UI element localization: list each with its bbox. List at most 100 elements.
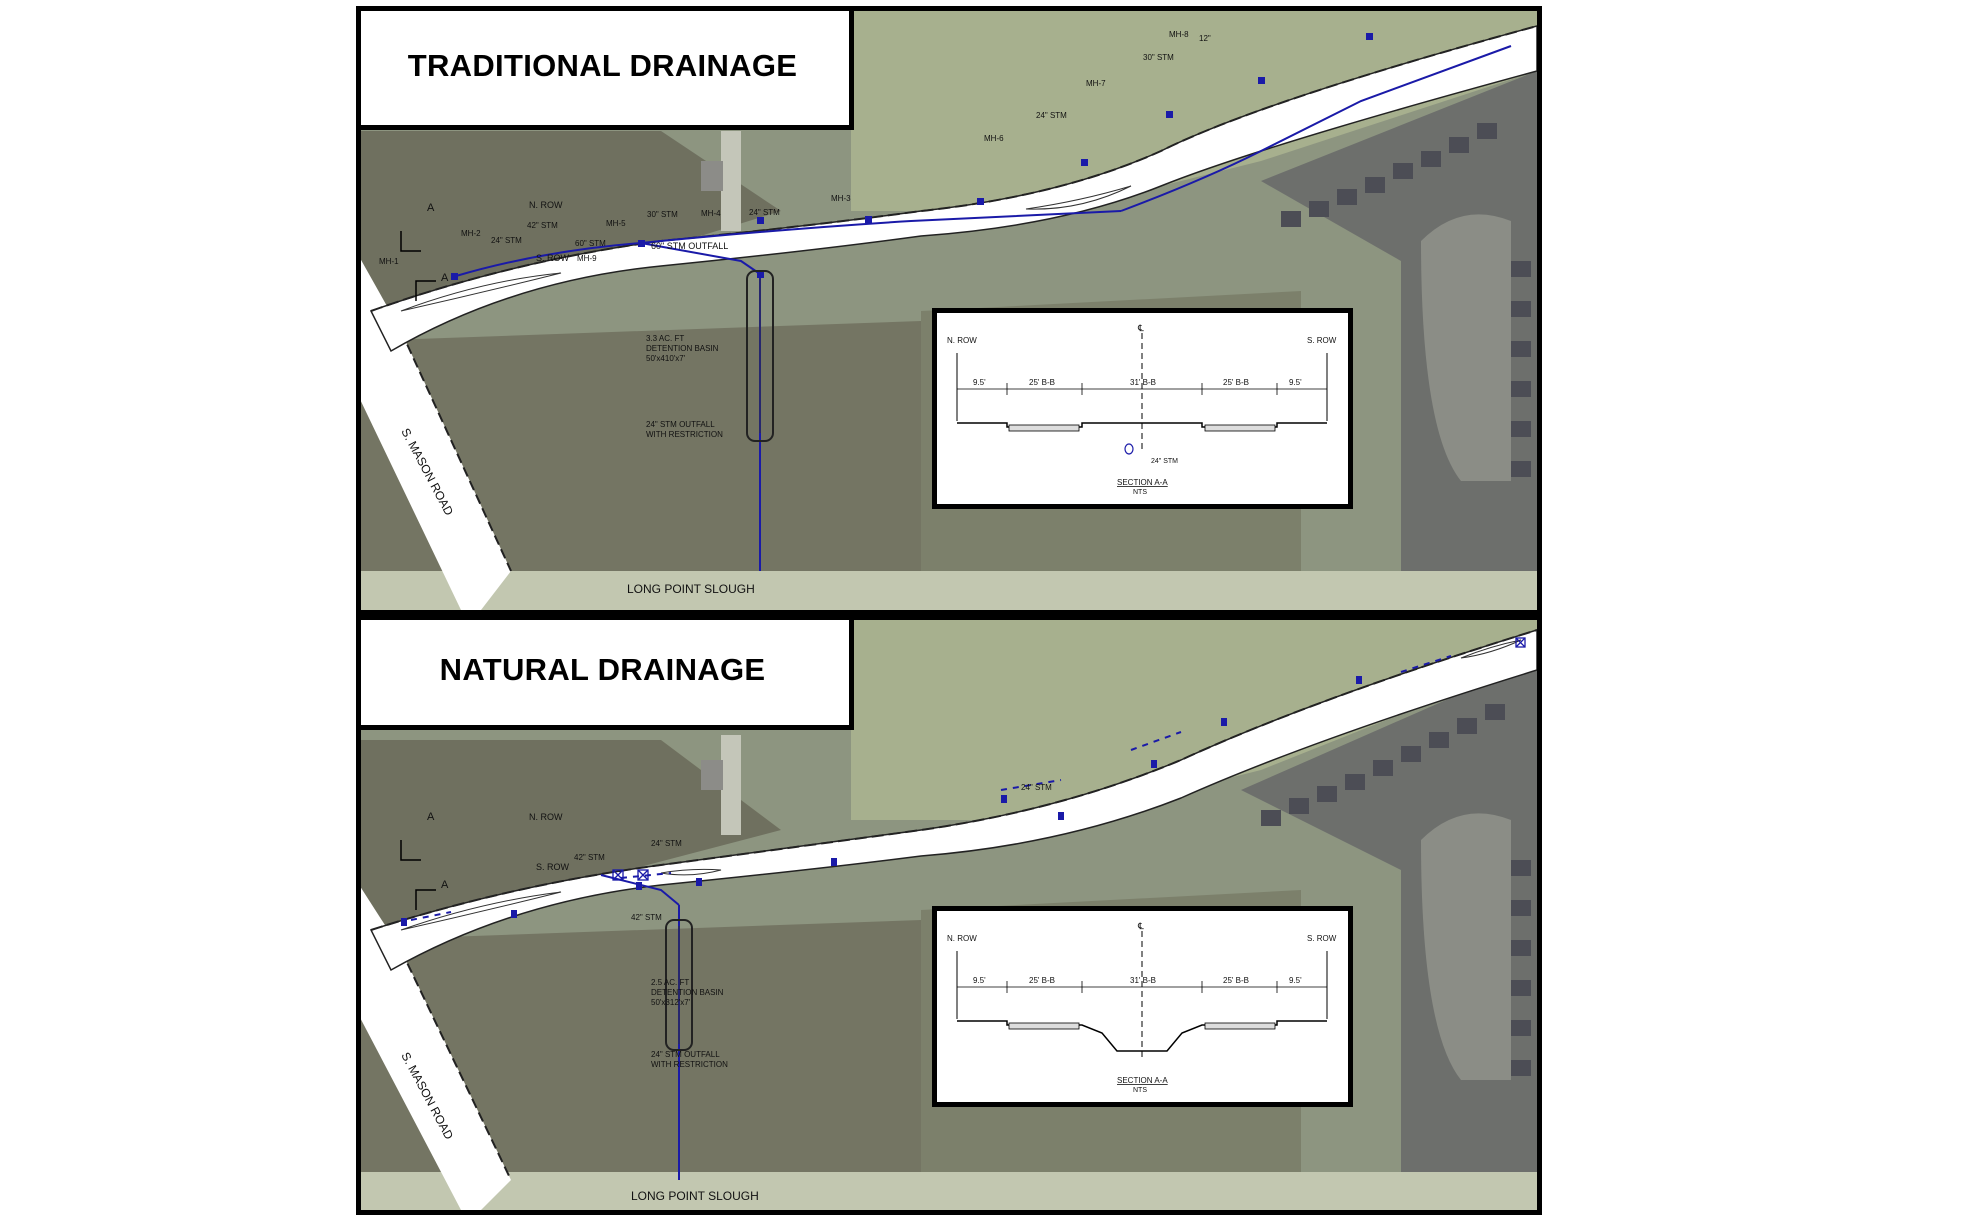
pipe-label-42: 42" STM bbox=[527, 221, 558, 230]
driveway bbox=[721, 735, 741, 835]
pipe-label-42-outfall: 42" STM bbox=[631, 913, 662, 922]
basin-label-line2: DETENTION BASIN bbox=[646, 344, 719, 353]
outfall-60-label: 60" STM OUTFALL bbox=[651, 241, 728, 251]
slough-label: LONG POINT SLOUGH bbox=[627, 582, 755, 596]
pipe-label-12: 12" bbox=[1199, 34, 1211, 43]
subdivision-street bbox=[1421, 813, 1511, 1080]
median-east bbox=[1460, 639, 1522, 659]
manhole-label-5: MH-5 bbox=[606, 219, 626, 228]
pipe-label-30: 30" STM bbox=[647, 210, 678, 219]
pavement-left bbox=[1008, 1022, 1080, 1030]
basin-label-line3: 50'x312'x7' bbox=[651, 998, 691, 1007]
pipe-label-24-west: 24" STM bbox=[491, 236, 522, 245]
section-aa-inset-traditional: N. ROW S. ROW ℄ 9.5' 25' B-B 31' B-B 25'… bbox=[932, 308, 1353, 509]
section-marker-north bbox=[400, 840, 421, 861]
manhole-label-7: MH-7 bbox=[1086, 79, 1106, 88]
section-marker-label-north: A bbox=[427, 202, 435, 214]
section-n-row: N. ROW bbox=[947, 336, 977, 345]
traditional-title-box: TRADITIONAL DRAINAGE bbox=[361, 11, 854, 130]
manhole-label-8: MH-8 bbox=[1169, 30, 1189, 39]
n-row-label: N. ROW bbox=[529, 200, 563, 210]
median-center bbox=[660, 868, 722, 876]
woods-area bbox=[361, 740, 781, 940]
mason-road-edge bbox=[400, 949, 512, 1181]
section-n-row: N. ROW bbox=[947, 934, 977, 943]
natural-drainage-panel: A A N. ROW S. ROW 42" STM 24" STM 42" ST… bbox=[356, 615, 1542, 1215]
north-row-line bbox=[370, 629, 1537, 931]
manhole-label-2: MH-2 bbox=[461, 229, 481, 238]
woods-area-south bbox=[361, 321, 921, 571]
subdivision-street bbox=[1421, 214, 1511, 482]
traditional-title: TRADITIONAL DRAINAGE bbox=[407, 47, 798, 83]
section-s-row: S. ROW bbox=[1307, 934, 1337, 943]
pipe-label-24-east: 24" STM bbox=[1036, 111, 1067, 120]
manhole-label-9: MH-9 bbox=[577, 254, 597, 263]
dim-5: 9.5' bbox=[1289, 976, 1302, 985]
storm-pipe-network bbox=[455, 45, 1512, 571]
slough-label: LONG POINT SLOUGH bbox=[631, 1189, 759, 1203]
basin-label-line1: 3.3 AC. FT bbox=[646, 334, 684, 343]
dim-1: 9.5' bbox=[973, 378, 986, 387]
natural-title: NATURAL DRAINAGE bbox=[439, 652, 766, 687]
dim-1: 9.5' bbox=[973, 976, 986, 985]
house bbox=[701, 161, 723, 191]
section-marker-north bbox=[400, 231, 421, 252]
median-east bbox=[1025, 185, 1132, 210]
subdivision-houses bbox=[1261, 704, 1531, 1076]
section-centerline: ℄ bbox=[1137, 323, 1144, 333]
pipe-label-24-east: 24" STM bbox=[1021, 783, 1052, 792]
natural-title-box: NATURAL DRAINAGE bbox=[361, 620, 854, 730]
manhole-label-4: MH-4 bbox=[701, 209, 721, 218]
dim-4: 25' B-B bbox=[1223, 378, 1249, 387]
section-centerline: ℄ bbox=[1137, 921, 1144, 931]
inlet-markers bbox=[401, 676, 1362, 926]
traditional-drainage-panel: A A N. ROW S. ROW MH-1 MH-2 MH-3 MH-4 MH… bbox=[356, 6, 1542, 615]
section-marker-south bbox=[415, 280, 436, 301]
detention-basin bbox=[665, 919, 693, 1051]
median-west bbox=[400, 272, 562, 312]
section-subtitle: NTS bbox=[1133, 489, 1147, 496]
manhole-label-3: MH-3 bbox=[831, 194, 851, 203]
s-row-label: S. ROW bbox=[536, 862, 570, 872]
section-marker-label-south: A bbox=[441, 272, 449, 284]
outfall-24-label-line2: WITH RESTRICTION bbox=[651, 1060, 728, 1069]
outfall-24-label-line1: 24" STM OUTFALL bbox=[651, 1050, 720, 1059]
section-title: SECTION A-A bbox=[1117, 1076, 1168, 1085]
pipe-label-24-mid: 24" STM bbox=[749, 208, 780, 217]
section-s-row: S. ROW bbox=[1307, 336, 1337, 345]
pipe-label-42-inlet: 42" STM bbox=[574, 853, 605, 862]
outfall-24-label-line2: WITH RESTRICTION bbox=[646, 430, 723, 439]
basin-label-line3: 50'x410'x7' bbox=[646, 354, 686, 363]
pipe-label-30-east: 30" STM bbox=[1143, 53, 1174, 62]
dim-5: 9.5' bbox=[1289, 378, 1302, 387]
dim-2: 25' B-B bbox=[1029, 976, 1055, 985]
manhole-markers bbox=[451, 33, 1373, 280]
outfall-24-label-line1: 24" STM OUTFALL bbox=[646, 420, 715, 429]
n-row-label: N. ROW bbox=[529, 812, 563, 822]
slough-strip bbox=[361, 1172, 1537, 1210]
mason-road bbox=[361, 887, 511, 1210]
section-title: SECTION A-A bbox=[1117, 478, 1168, 487]
dimension-ticks bbox=[1006, 383, 1278, 395]
dim-3: 31' B-B bbox=[1130, 378, 1156, 387]
open-field bbox=[851, 11, 1537, 211]
manhole-label-1: MH-1 bbox=[379, 257, 399, 266]
swale-profile bbox=[957, 1020, 1327, 1052]
dim-2: 25' B-B bbox=[1029, 378, 1055, 387]
dim-3: 31' B-B bbox=[1130, 976, 1156, 985]
pavement-right bbox=[1204, 424, 1276, 432]
subdivision-houses bbox=[1281, 123, 1531, 477]
section-aa-inset-natural: N. ROW S. ROW ℄ 9.5' 25' B-B 31' B-B 25'… bbox=[932, 906, 1353, 1107]
house bbox=[701, 760, 723, 790]
dimension-ticks bbox=[1006, 981, 1278, 993]
manhole-label-6: MH-6 bbox=[984, 134, 1004, 143]
junction-boxes bbox=[612, 637, 1526, 881]
basin-label-line2: DETENTION BASIN bbox=[651, 988, 724, 997]
north-row-line bbox=[370, 25, 1537, 312]
driveway bbox=[721, 131, 741, 231]
pavement-right bbox=[1204, 1022, 1276, 1030]
road-profile bbox=[957, 422, 1327, 428]
section-marker-label-north: A bbox=[427, 811, 435, 823]
slough-strip bbox=[361, 571, 1537, 610]
pavement-left bbox=[1008, 424, 1080, 432]
